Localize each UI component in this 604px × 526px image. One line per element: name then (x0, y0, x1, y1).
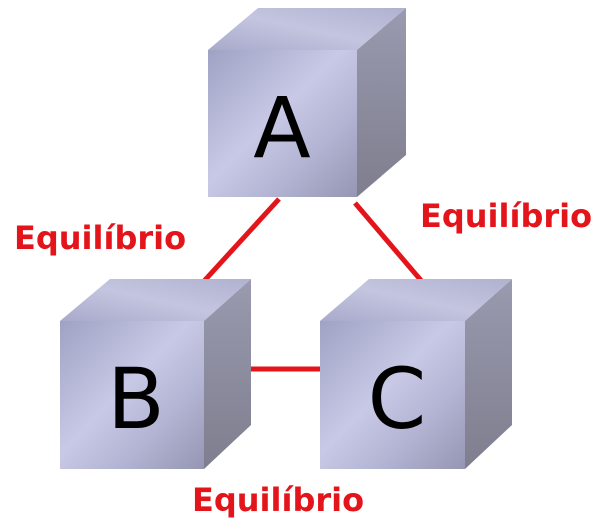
cube-a: A (208, 8, 406, 197)
link-label-b-c: Equilíbrio (192, 481, 365, 519)
link-label-a-b: Equilíbrio (14, 219, 187, 257)
cube-b: B (60, 279, 251, 469)
cube-c-front (320, 321, 465, 469)
cube-a-label: A (253, 79, 310, 177)
cube-a-top (208, 8, 406, 50)
cube-b-label: B (107, 350, 165, 448)
cube-c-top (320, 279, 512, 321)
cube-c: C (320, 279, 512, 469)
cube-b-side (204, 279, 251, 469)
cube-b-front (60, 321, 204, 469)
link-label-a-c: Equilíbrio (420, 197, 593, 235)
cube-c-label: C (368, 350, 427, 448)
cube-c-side (465, 279, 512, 469)
cube-a-front (208, 50, 357, 197)
cube-b-top (60, 279, 251, 321)
cube-a-side (357, 8, 406, 197)
